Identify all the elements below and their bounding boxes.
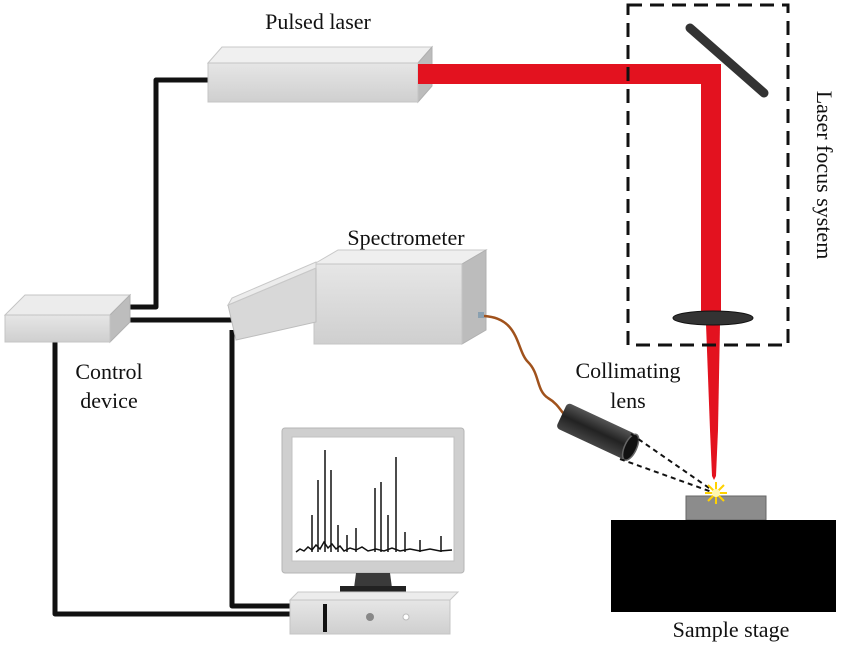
sample xyxy=(685,495,767,521)
beam-mirror xyxy=(685,23,769,98)
laser-focus-system-box xyxy=(626,3,790,347)
cable-spectrometer-to-computer xyxy=(229,330,290,609)
laser-beam xyxy=(418,64,721,480)
spectrometer-input-port xyxy=(227,267,317,341)
cable-control-to-laser xyxy=(130,77,210,310)
spectrometer-label: Spectrometer xyxy=(347,225,465,250)
cables xyxy=(52,77,290,617)
computer-monitor xyxy=(281,427,465,592)
cable-control-to-computer xyxy=(52,342,290,617)
computer-case xyxy=(288,591,460,635)
sample-stage xyxy=(611,520,836,612)
light-collection-cone xyxy=(619,433,713,493)
laser-focus-system-label: Laser focus system xyxy=(812,91,837,260)
spectrum-plot xyxy=(295,450,453,553)
control-device-label-line1: Control xyxy=(75,359,142,384)
sample-stage-label: Sample stage xyxy=(673,617,790,642)
collimating-lens xyxy=(557,403,640,461)
optical-fiber xyxy=(483,314,565,415)
pulsed-laser-label: Pulsed laser xyxy=(265,9,371,34)
collimating-lens-label-line1: Collimating xyxy=(575,358,680,383)
focusing-lens xyxy=(672,310,754,326)
control-device-label-line2: device xyxy=(80,388,137,413)
plasma-core xyxy=(712,489,720,497)
pulsed-laser xyxy=(206,45,434,104)
control-device xyxy=(3,293,132,344)
collimating-lens-label-line2: lens xyxy=(610,388,645,413)
spectrometer xyxy=(226,249,488,345)
